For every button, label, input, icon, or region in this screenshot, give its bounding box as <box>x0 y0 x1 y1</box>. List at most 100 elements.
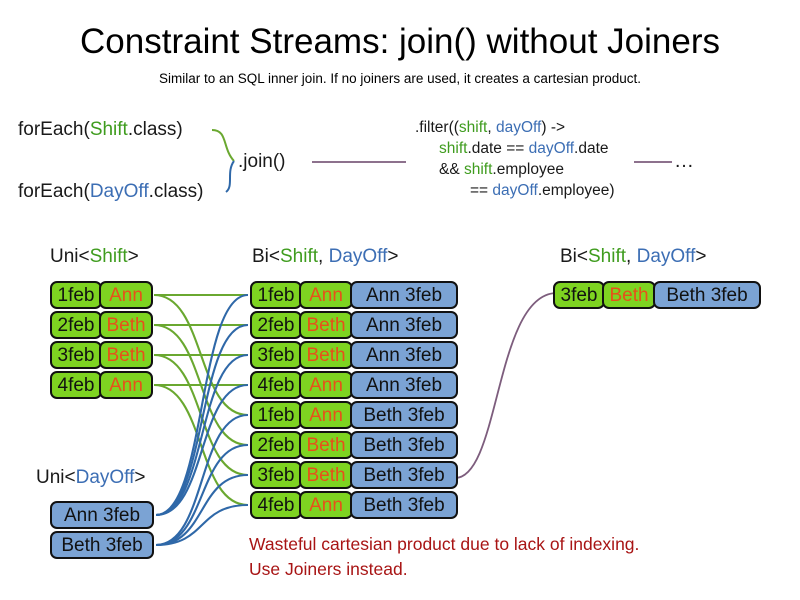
foreach-shift-suffix: .class) <box>127 119 183 140</box>
filter-line-2: shift.date == dayOff.date <box>415 138 615 159</box>
cartesian-card-date: 3feb <box>250 461 302 489</box>
filter3-shift: shift <box>463 161 493 178</box>
filter-line-4: == dayOff.employee) <box>415 180 615 201</box>
connector-path <box>155 443 249 547</box>
filtered-card-date: 3feb <box>553 281 605 309</box>
label-bi-cartesian: Bi<Shift, DayOff> <box>252 246 398 268</box>
uni-shift-close: > <box>127 246 139 267</box>
filter-comma: , <box>487 119 496 136</box>
cartesian-card-date: 1feb <box>250 401 302 429</box>
shift-card-date: 3feb <box>50 341 102 369</box>
dayoff-card[interactable]: Ann 3feb <box>50 501 154 529</box>
filter4-end: .employee) <box>537 182 615 199</box>
cartesian-card-date: 3feb <box>250 341 302 369</box>
filter-lambda-code: .filter((shift, dayOff) -> shift.date ==… <box>415 117 615 201</box>
cartesian-card-employee: Beth <box>299 461 353 489</box>
foreach-dayoff-type: DayOff <box>89 181 149 202</box>
filtered-card-employee: Beth <box>602 281 656 309</box>
dayoff-card-pair: Ann 3feb <box>50 501 154 529</box>
foreach-dayoff-prefix: forEach( <box>18 181 90 202</box>
warning-text: Wasteful cartesian product due to lack o… <box>249 532 639 582</box>
cartesian-card-employee: Beth <box>299 431 353 459</box>
filter2-end: .date <box>574 140 609 157</box>
cartesian-card-employee: Ann <box>299 281 353 309</box>
cartesian-card-employee: Ann <box>299 491 353 519</box>
shift-card-employee: Beth <box>99 311 153 339</box>
filter3-end: .employee <box>492 161 564 178</box>
connector-path <box>153 383 249 507</box>
uni-shift-type: Shift <box>89 246 128 267</box>
connector-path <box>153 293 249 417</box>
filter-open: .filter(( <box>415 119 459 136</box>
bi-right-comma: , <box>626 246 637 267</box>
connector-path <box>155 503 249 547</box>
uni-dayoff-open: Uni< <box>36 467 76 488</box>
label-uni-dayoff: Uni<DayOff> <box>36 467 146 489</box>
cartesian-card-date: 4feb <box>250 371 302 399</box>
page-title: Constraint Streams: join() without Joine… <box>80 22 720 61</box>
cartesian-card-dayoff: Ann 3feb <box>350 341 458 369</box>
cartesian-card-employee: Beth <box>299 311 353 339</box>
cartesian-card-employee: Ann <box>299 371 353 399</box>
warning-line-2: Use Joiners instead. <box>249 559 408 579</box>
label-uni-shift: Uni<Shift> <box>50 246 139 268</box>
filter4-eq: == <box>470 182 493 199</box>
bi-mid-type1: Shift <box>280 246 319 267</box>
shift-card-employee: Ann <box>99 371 153 399</box>
join-call-code: .join() <box>238 151 286 172</box>
connector-path <box>155 353 249 517</box>
cartesian-card-dayoff: Beth 3feb <box>350 461 458 489</box>
cartesian-card-dayoff: Ann 3feb <box>350 311 458 339</box>
connector-path <box>155 473 249 547</box>
bi-mid-comma: , <box>318 246 329 267</box>
cartesian-card-dayoff: Ann 3feb <box>350 281 458 309</box>
dayoff-card[interactable]: Beth 3feb <box>50 531 154 559</box>
shift-card-date: 1feb <box>50 281 102 309</box>
filtered-card-dayoff: Beth 3feb <box>653 281 761 309</box>
filter-line-1: .filter((shift, dayOff) -> <box>415 117 615 138</box>
dayoff-card-pair: Beth 3feb <box>50 531 154 559</box>
filter2-mid: .date == <box>467 140 529 157</box>
filter-line-3: && shift.employee <box>415 159 615 180</box>
connector-path <box>153 323 249 447</box>
filter3-and: && <box>439 161 464 178</box>
cartesian-card-employee: Beth <box>299 341 353 369</box>
cartesian-card-dayoff: Beth 3feb <box>350 431 458 459</box>
warning-line-1: Wasteful cartesian product due to lack o… <box>249 534 640 554</box>
label-bi-filtered: Bi<Shift, DayOff> <box>560 246 706 268</box>
shift-card-date: 2feb <box>50 311 102 339</box>
uni-dayoff-close: > <box>134 467 146 488</box>
cartesian-card-date: 2feb <box>250 431 302 459</box>
page-subtitle: Similar to an SQL inner join. If no join… <box>159 71 641 86</box>
foreach-dayoff-code: forEach(DayOff.class) <box>18 180 204 204</box>
cartesian-card-dayoff: Ann 3feb <box>350 371 458 399</box>
bi-mid-type2: DayOff <box>328 246 388 267</box>
bi-right-close: > <box>695 246 707 267</box>
cartesian-card-date: 1feb <box>250 281 302 309</box>
foreach-shift-type: Shift <box>89 119 128 140</box>
shift-card-employee: Ann <box>99 281 153 309</box>
cartesian-card-dayoff: Beth 3feb <box>350 491 458 519</box>
filter2-dayoff: dayOff <box>528 140 575 157</box>
filter2-shift: shift <box>439 140 468 157</box>
connector-path <box>155 323 249 517</box>
cartesian-card-dayoff: Beth 3feb <box>350 401 458 429</box>
cartesian-card-date: 4feb <box>250 491 302 519</box>
uni-dayoff-type: DayOff <box>75 467 135 488</box>
bi-mid-open: Bi< <box>252 246 280 267</box>
uni-shift-open: Uni< <box>50 246 90 267</box>
